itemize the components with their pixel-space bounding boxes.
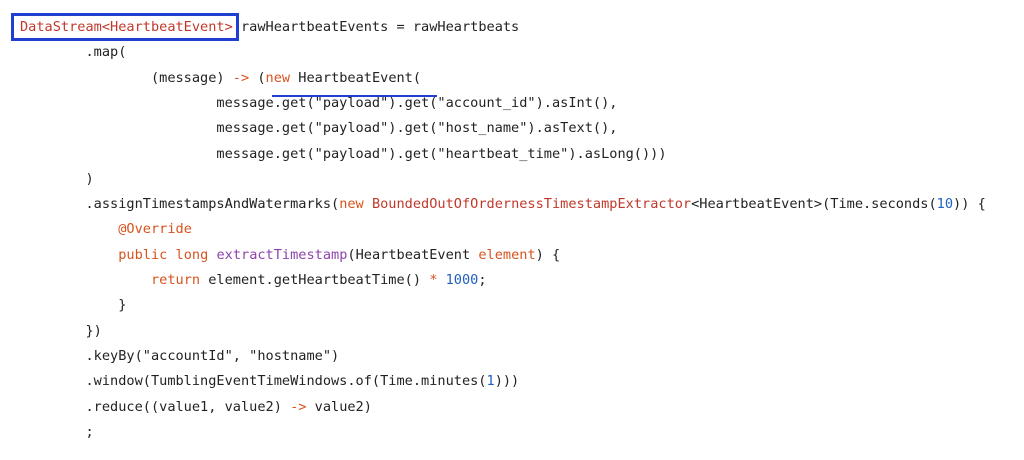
code-token: ->	[232, 69, 250, 86]
code-token	[20, 272, 151, 288]
code-token: element	[478, 246, 536, 263]
code-token: ) {	[535, 246, 561, 263]
code-token: <HeartbeatEvent>	[691, 196, 823, 213]
code-token: public	[118, 246, 168, 263]
code-line-return: return element.getHeartbeatTime() * 1000…	[20, 271, 487, 289]
code-token: ;	[478, 272, 487, 288]
code-line-extract-timestamp: public long extractTimestamp(HeartbeatEv…	[20, 246, 560, 264]
code-token: message.get("payload").get("heartbeat_ti…	[20, 145, 667, 162]
code-token: message.get("payload").get("account_id")…	[20, 94, 618, 111]
code-line-host-name: message.get("payload").get("host_name").…	[20, 119, 617, 137]
code-token: rawHeartbeatEvents = rawHeartbeats	[232, 19, 520, 35]
code-token: )	[20, 170, 94, 187]
code-line-class-close: })	[20, 322, 102, 340]
code-token: value2)	[306, 398, 372, 415]
code-token: DataStream<HeartbeatEvent>	[20, 19, 233, 35]
code-token: }	[20, 297, 127, 314]
code-token: .assignTimestampsAndWatermarks(	[20, 196, 340, 213]
code-line-method-close: }	[20, 296, 126, 314]
code-token: element.getHeartbeatTime()	[200, 272, 430, 288]
code-token: (	[249, 69, 266, 86]
code-token: @Override	[118, 221, 192, 238]
code-token: message.get("payload").get("host_name").…	[20, 120, 618, 137]
code-token: return	[150, 272, 201, 288]
code-token: *	[429, 272, 438, 288]
code-line-lambda: (message) -> (new HeartbeatEvent(	[20, 69, 421, 87]
code-token	[364, 196, 372, 212]
code-token	[437, 272, 445, 288]
code-token: new	[265, 69, 291, 86]
code-token: })	[20, 322, 102, 339]
code-token	[20, 221, 118, 237]
code-token: ->	[290, 398, 307, 415]
code-token: .map(	[20, 44, 127, 61]
code-line-declaration: DataStream<HeartbeatEvent> rawHeartbeatE…	[20, 18, 519, 36]
code-token: BoundedOutOfOrdernessTimestampExtractor	[371, 196, 692, 213]
code-line-terminator: ;	[20, 423, 94, 441]
code-token: 1000	[445, 272, 479, 288]
code-token: .keyBy("accountId", "hostname")	[20, 347, 340, 364]
code-token: (HeartbeatEvent	[347, 246, 479, 263]
code-line-map: .map(	[20, 43, 126, 61]
code-token: extractTimestamp	[216, 246, 348, 263]
code-token: 1	[486, 373, 495, 390]
code-token: long	[175, 246, 209, 263]
code-token: .reduce((value1, value2)	[20, 398, 291, 415]
code-token: ;	[20, 423, 94, 440]
code-token	[20, 247, 118, 263]
code-line-override: @Override	[20, 220, 192, 238]
code-token: )) {	[953, 196, 986, 213]
code-line-window: .window(TumblingEventTimeWindows.of(Time…	[20, 372, 519, 390]
code-token: .window(TumblingEventTimeWindows.of(Time…	[20, 373, 487, 390]
code-token: (message)	[20, 69, 233, 86]
code-token: 10	[936, 196, 954, 213]
code-line-heartbeat-time: message.get("payload").get("heartbeat_ti…	[20, 145, 667, 163]
code-line-assign-timestamps: .assignTimestampsAndWatermarks(new Bound…	[20, 195, 986, 213]
code-line-account-id: message.get("payload").get("account_id")…	[20, 94, 617, 112]
code-token: new	[339, 196, 364, 213]
code-token: HeartbeatEvent(	[290, 69, 422, 86]
code-token	[167, 247, 175, 263]
code-line-map-close: )	[20, 170, 94, 188]
code-token: (Time.seconds(	[822, 196, 937, 213]
code-line-reduce: .reduce((value1, value2) -> value2)	[20, 398, 372, 416]
code-line-key-by: .keyBy("accountId", "hostname")	[20, 347, 339, 365]
code-token: )))	[494, 373, 520, 390]
